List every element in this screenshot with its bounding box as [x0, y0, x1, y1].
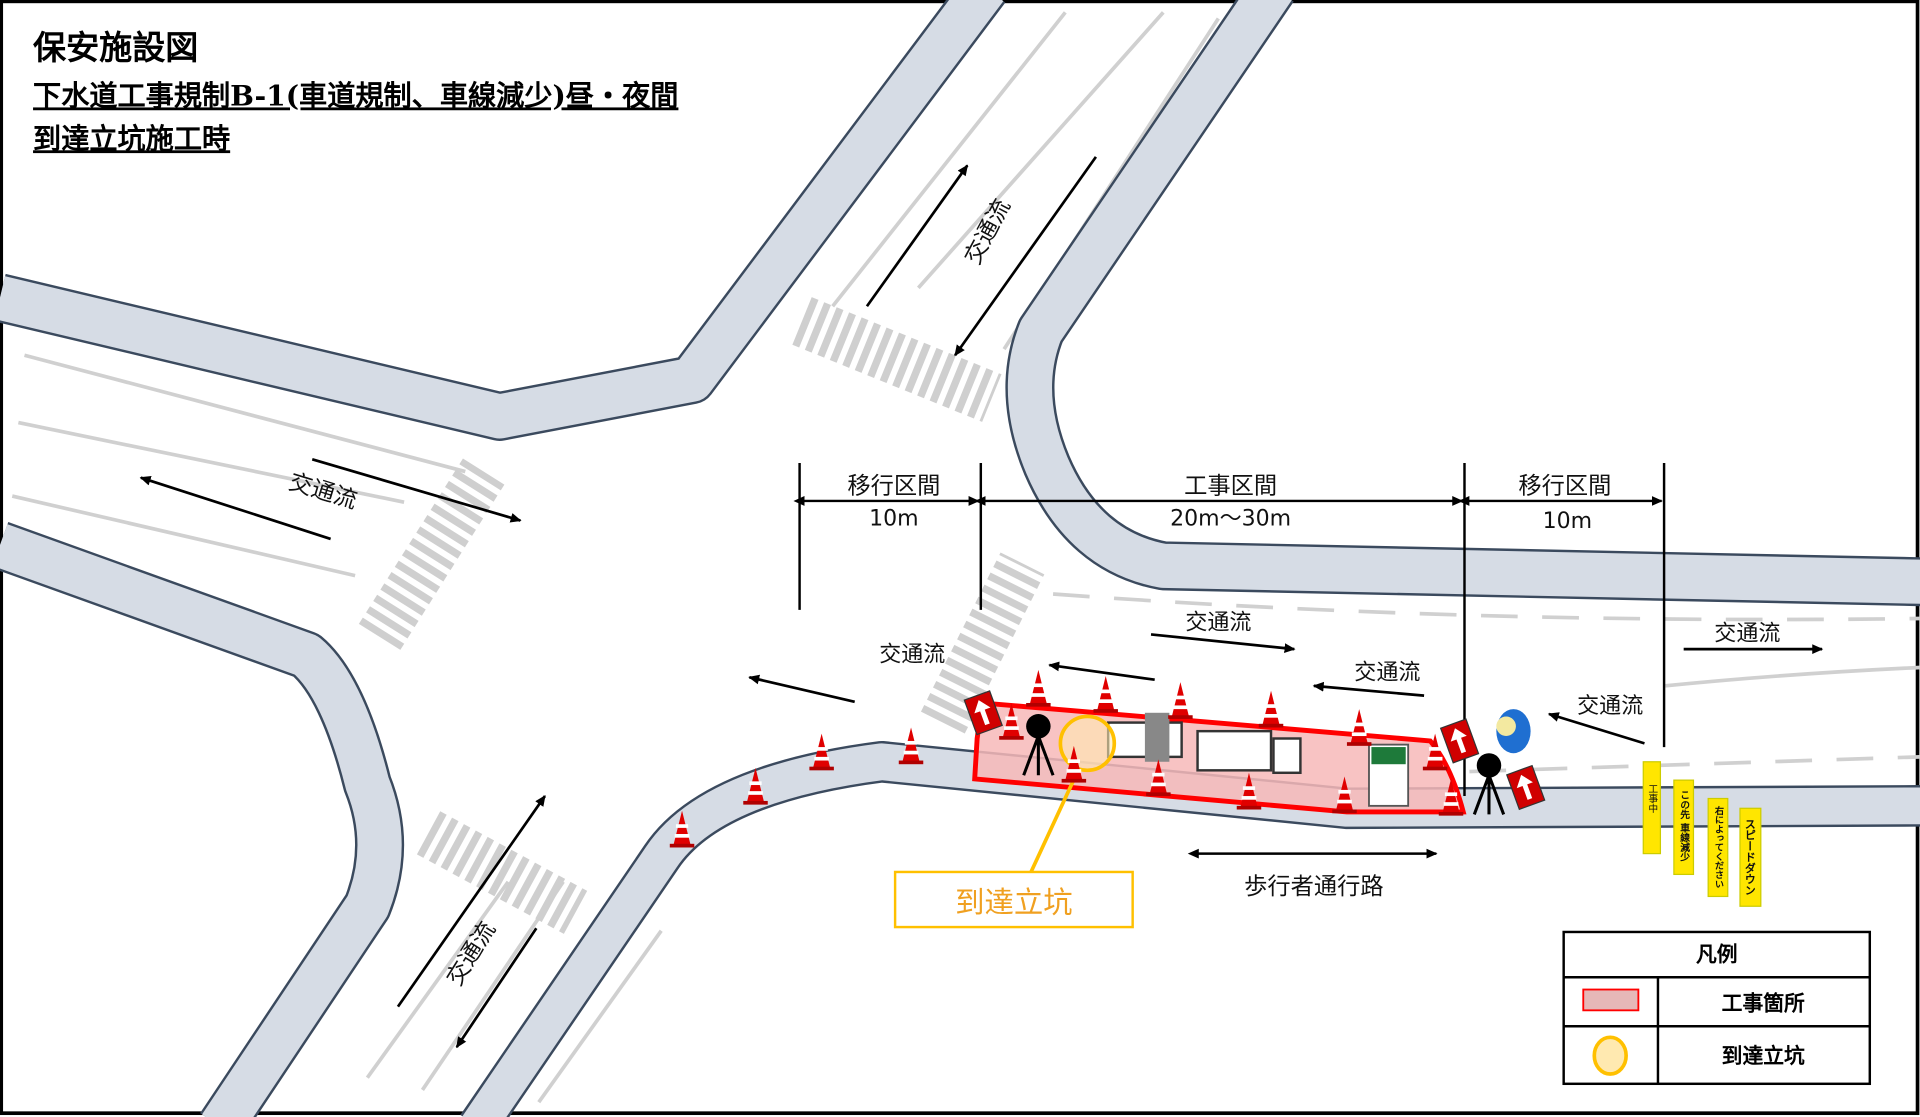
legend-work-zone-label: 工事箇所	[1722, 990, 1805, 1015]
traffic-cones	[669, 669, 1464, 848]
traffic-flow-label-5: 交通流	[1714, 622, 1780, 647]
title-sub1: 下水道工事規制B-1(車道規制、車線減少)昼・夜間	[33, 79, 678, 112]
crosswalks	[358, 297, 1045, 934]
pedestrian-path-label: 歩行者通行路	[1244, 873, 1384, 900]
sign-slow-down: スピードダウン	[1739, 807, 1762, 907]
legend-shaft-label: 到達立坑	[1722, 1043, 1805, 1068]
traffic-cone-icon	[1236, 772, 1262, 810]
warning-light-icon	[1472, 753, 1506, 815]
arrow-board-icon	[963, 690, 1003, 736]
traffic-flow-label-2: 交通流	[1185, 611, 1251, 636]
traffic-cone-icon	[669, 810, 695, 848]
traffic-cone-icon	[1093, 676, 1118, 713]
traffic-arrows	[139, 156, 1824, 1049]
arrow-board-icon	[1505, 764, 1546, 811]
svg-text:工事中: 工事中	[1646, 784, 1658, 814]
shaft-callout-line	[1029, 770, 1080, 873]
dimension-lines	[793, 462, 1666, 797]
svg-text:スピードダウン: スピードダウン	[1743, 818, 1756, 895]
warning-light-icon	[1022, 714, 1055, 776]
sign-lane-reduction: この先 車線減少	[1673, 779, 1695, 876]
traffic-cone-icon	[1168, 682, 1193, 719]
work-zone-length: 20m～30m	[1170, 506, 1291, 531]
traffic-cone-icon	[1438, 778, 1464, 816]
traffic-cone-icon	[743, 767, 768, 805]
title-main: 保安施設図	[33, 28, 198, 67]
traffic-cone-icon	[999, 702, 1024, 740]
legend	[1562, 930, 1872, 1086]
work-zone-label: 工事区間	[1184, 473, 1277, 500]
arrow-board-icon	[1439, 718, 1480, 764]
traffic-cone-icon	[1346, 709, 1372, 746]
arrow-boards	[963, 690, 1546, 811]
transition-left-length: 10m	[869, 506, 918, 531]
transition-right-length: 10m	[1543, 509, 1593, 534]
traffic-cone-icon	[809, 733, 834, 771]
flagman-icon	[1496, 709, 1531, 754]
dump-truck-icon	[1196, 729, 1302, 775]
traffic-flow-label-4: 交通流	[1577, 694, 1643, 719]
legend-title: 凡例	[1696, 941, 1738, 966]
legend-shaft-swatch	[1592, 1035, 1628, 1076]
transition-right-label: 移行区間	[1518, 473, 1611, 500]
shaft-callout-box	[893, 870, 1134, 929]
legend-work-zone-swatch	[1582, 988, 1640, 1012]
sign-truck-icon	[1368, 743, 1410, 807]
traffic-cone-icon	[1061, 745, 1087, 783]
traffic-cone-icon	[1146, 759, 1171, 797]
traffic-cone-icon	[1422, 733, 1448, 771]
svg-text:この先 車線減少: この先 車線減少	[1678, 790, 1691, 862]
title-sub2: 到達立坑施工時	[33, 122, 230, 155]
traffic-cone-icon	[1258, 690, 1284, 728]
transition-left-label: 移行区間	[847, 473, 940, 500]
svg-text:右によってください: 右によってください	[1712, 805, 1724, 889]
traffic-cone-icon	[898, 727, 924, 765]
excavator-icon	[1106, 712, 1183, 762]
warning-lights	[1022, 714, 1506, 815]
shaft-callout-label: 到達立坑	[955, 885, 1073, 919]
sign-construction: 工事中	[1642, 761, 1662, 855]
traffic-flow-label-1: 交通流	[879, 642, 945, 667]
traffic-flow-label-3: 交通流	[1354, 661, 1420, 686]
sign-keep-right: 右によってください	[1707, 797, 1729, 898]
traffic-cone-icon	[1026, 669, 1051, 707]
traffic-cone-icon	[1332, 776, 1357, 814]
lane-lines	[11, 11, 1920, 1104]
